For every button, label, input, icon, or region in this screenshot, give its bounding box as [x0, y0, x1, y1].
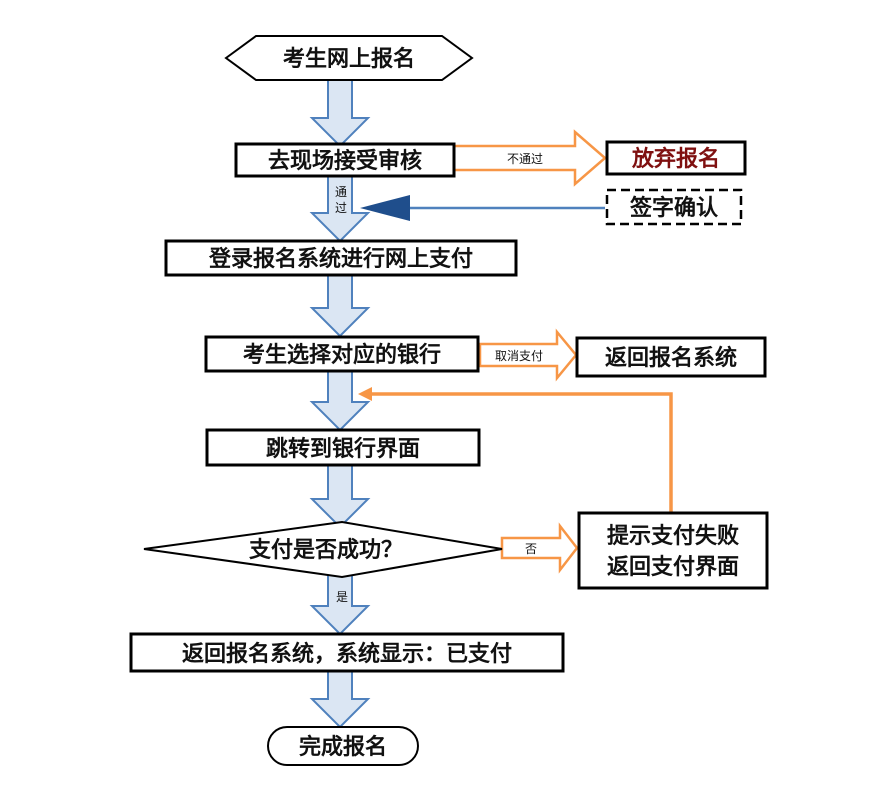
done-terminator	[267, 726, 419, 766]
decision-diamond	[143, 520, 503, 579]
paid-label: 返回报名系统，系统显示：已支付	[182, 641, 512, 667]
retry-loop-line	[372, 392, 673, 513]
pay-fail-node: 提示支付失败 返回支付界面	[577, 511, 769, 590]
arrow-login-to-bank	[309, 274, 371, 338]
jump-bank-node: 跳转到银行界面	[205, 428, 481, 467]
sign-confirm-box	[605, 188, 743, 226]
arrow-review-to-login	[309, 175, 371, 243]
start-node: 考生网上报名	[224, 35, 474, 81]
edge-label-yes: 是	[336, 590, 348, 604]
give-up-label: 放弃报名	[631, 146, 720, 172]
start-hexagon	[224, 35, 474, 81]
sign-confirm-node: 签字确认	[605, 188, 743, 226]
arrow-bank-to-jump	[309, 370, 371, 432]
login-pay-label: 登录报名系统进行网上支付	[208, 246, 473, 272]
retry-loop-arrowhead	[358, 387, 372, 401]
edge-label-pass-2: 过	[335, 201, 347, 215]
login-pay-box	[164, 239, 518, 277]
main-flow-arrows	[309, 77, 371, 729]
done-label: 完成报名	[299, 734, 387, 760]
sign-confirm-label: 签字确认	[629, 195, 718, 221]
arrow-start-to-review	[309, 77, 371, 148]
choose-bank-label: 考生选择对应的银行	[243, 342, 441, 368]
onsite-review-node: 去现场接受审核	[234, 142, 456, 178]
return-system-box	[575, 336, 767, 378]
return-system-node: 返回报名系统	[575, 336, 767, 378]
paid-box	[129, 632, 565, 673]
pay-fail-label-line2: 返回支付界面	[607, 554, 739, 580]
arrow-not-pass	[452, 129, 607, 187]
edge-label-cancel-pay: 取消支付	[495, 349, 543, 363]
choose-bank-box	[204, 335, 480, 373]
jump-bank-label: 跳转到银行界面	[266, 436, 420, 462]
pay-success-decision: 支付是否成功？	[143, 520, 503, 579]
edge-label-pass-1: 通	[335, 185, 347, 199]
sign-confirm-arrowhead	[360, 195, 410, 221]
pay-fail-label-line1: 提示支付失败	[607, 523, 739, 549]
edge-label-no: 否	[525, 542, 537, 556]
arrow-cancel-pay	[478, 328, 578, 382]
arrow-decision-to-paid	[309, 574, 371, 636]
arrow-paid-to-done	[309, 670, 371, 729]
arrow-jump-to-decision	[309, 464, 371, 529]
onsite-review-box	[234, 142, 456, 178]
paid-node: 返回报名系统，系统显示：已支付	[129, 632, 565, 673]
return-system-label: 返回报名系统	[605, 345, 737, 371]
jump-bank-box	[205, 428, 481, 467]
onsite-review-label: 去现场接受审核	[268, 148, 422, 174]
edge-label-not-pass: 不通过	[507, 152, 543, 166]
branch-arrows	[452, 129, 607, 574]
arrow-no	[500, 522, 579, 574]
give-up-box	[605, 140, 747, 176]
done-node: 完成报名	[267, 726, 419, 766]
give-up-node: 放弃报名	[605, 140, 747, 176]
decision-label: 支付是否成功？	[249, 537, 403, 563]
login-pay-node: 登录报名系统进行网上支付	[164, 239, 518, 277]
pay-fail-box	[577, 511, 769, 590]
choose-bank-node: 考生选择对应的银行	[204, 335, 480, 373]
start-label: 考生网上报名	[283, 46, 415, 72]
